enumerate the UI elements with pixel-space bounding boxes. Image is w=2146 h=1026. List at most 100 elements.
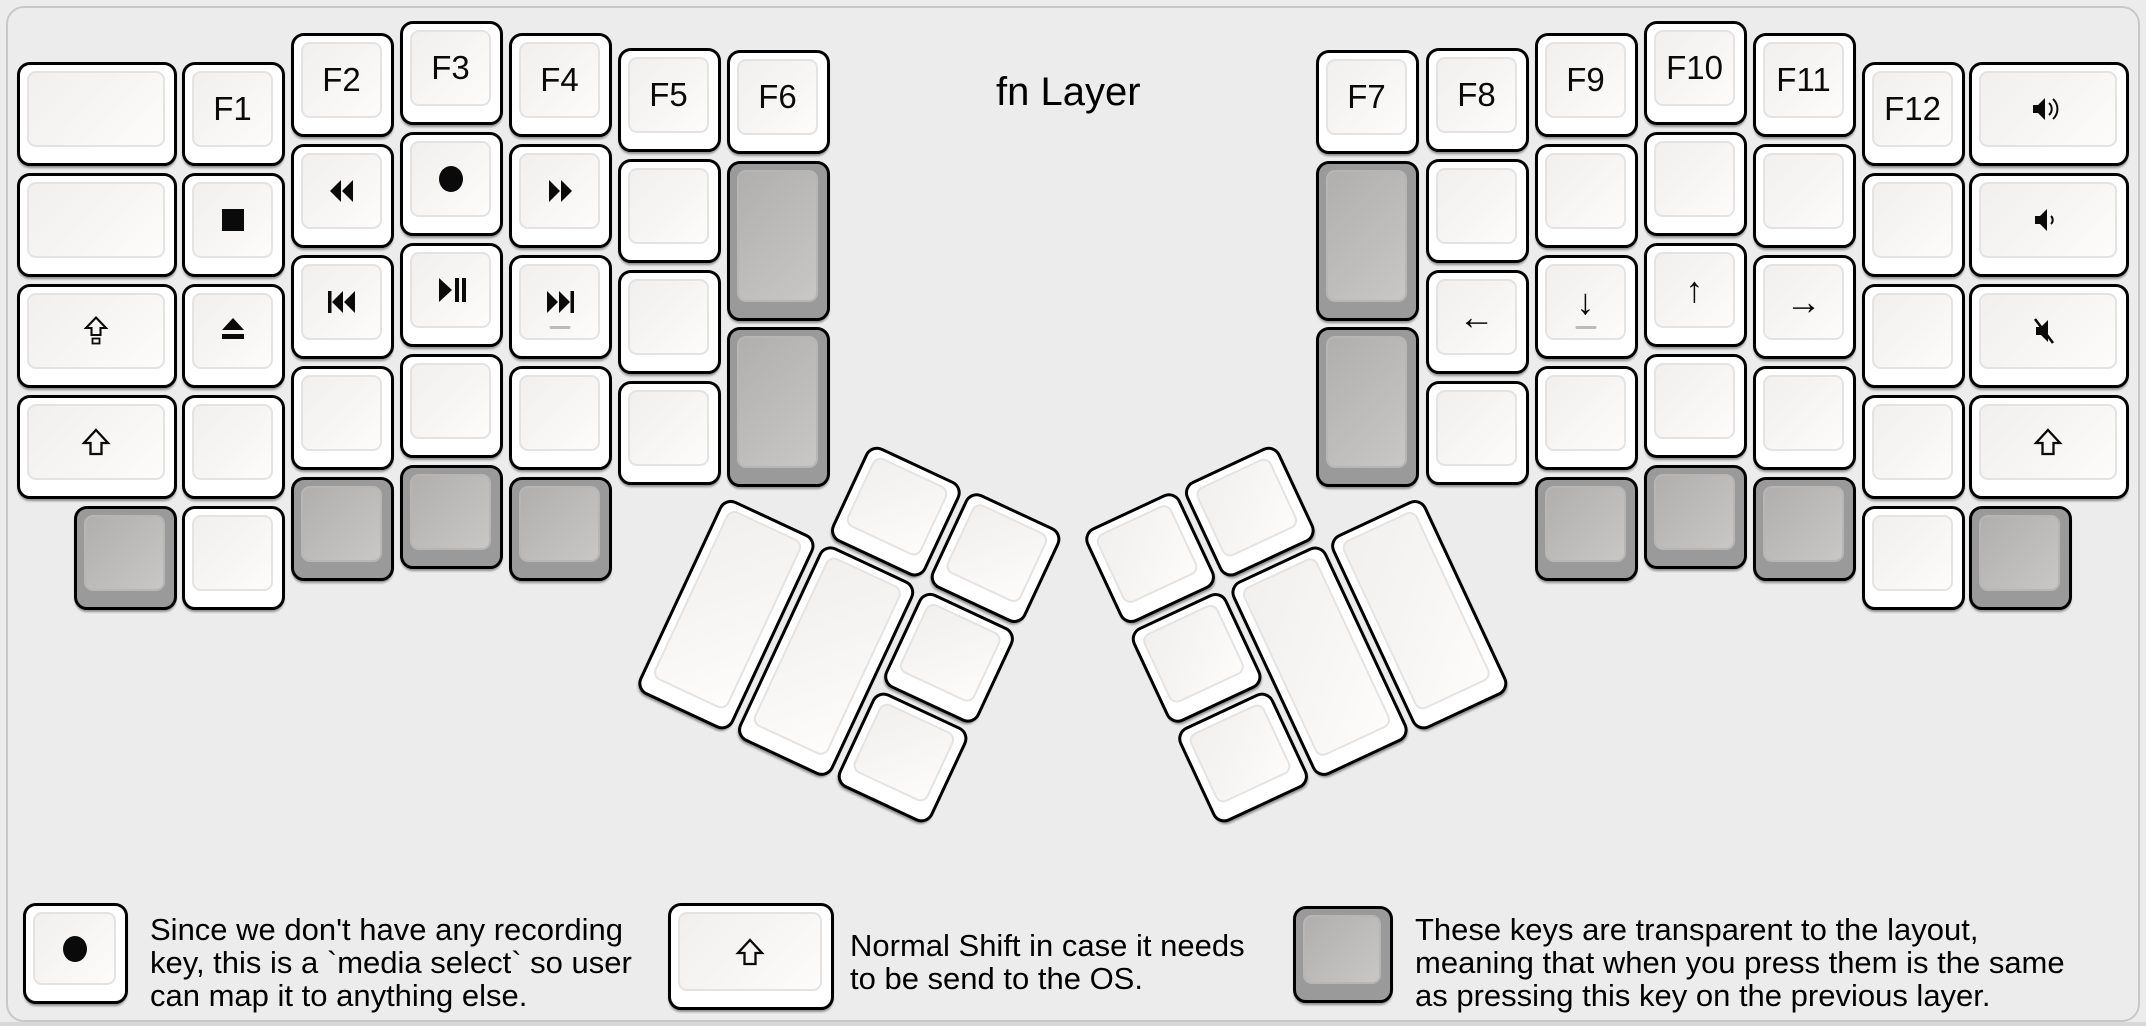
key-next-track[interactable] — [509, 255, 612, 359]
key-blank-r2r4[interactable] — [1426, 381, 1529, 485]
key-volume-down[interactable] — [1969, 173, 2129, 277]
key-f10[interactable]: F10 — [1644, 21, 1747, 125]
bottom-edge — [0, 1022, 2146, 1026]
key-blank-l6r2[interactable] — [618, 159, 721, 263]
key-f7[interactable]: F7 — [1316, 50, 1419, 154]
key-stop[interactable] — [182, 173, 285, 277]
key-play-pause[interactable] — [400, 243, 503, 347]
key-f2[interactable]: F2 — [291, 33, 394, 137]
key-transparent-r7r5[interactable] — [1969, 506, 2072, 610]
key-transparent-r1tall1[interactable] — [1316, 161, 1419, 321]
layer-title: fn Layer — [996, 70, 1141, 114]
key-arrow-down[interactable]: ↓ — [1535, 255, 1638, 359]
shift-icon — [76, 427, 116, 457]
key-blank-l6r3[interactable] — [618, 270, 721, 374]
key-f5[interactable]: F5 — [618, 48, 721, 152]
key-mute[interactable] — [1969, 284, 2129, 388]
homing-bar — [1575, 326, 1596, 329]
shift-icon — [730, 937, 770, 967]
key-transparent-l5r5[interactable] — [509, 477, 612, 581]
key-blank-r4r2[interactable] — [1644, 132, 1747, 236]
key-transparent-l7tall1[interactable] — [727, 161, 830, 321]
key-f12[interactable]: F12 — [1862, 62, 1965, 166]
key-arrow-left[interactable]: ← — [1426, 270, 1529, 374]
key-transparent-r5r5[interactable] — [1753, 477, 1856, 581]
key-blank-l6r4[interactable] — [618, 381, 721, 485]
eject-icon — [213, 316, 253, 346]
key-blank-r5r2[interactable] — [1753, 144, 1856, 248]
key-arrow-up[interactable]: ↑ — [1644, 243, 1747, 347]
rewind-icon — [322, 176, 362, 206]
key-label: F7 — [1347, 78, 1386, 115]
key-rewind[interactable] — [291, 144, 394, 248]
legend-key-shift — [668, 903, 834, 1010]
record-icon — [431, 164, 471, 194]
key-blank-r2r2[interactable] — [1426, 159, 1529, 263]
key-label: F8 — [1457, 76, 1496, 113]
key-f1[interactable]: F1 — [182, 62, 285, 166]
key-transparent-l3r5[interactable] — [291, 477, 394, 581]
key-fast-forward[interactable] — [509, 144, 612, 248]
homing-bar — [549, 326, 570, 329]
key-f4[interactable]: F4 — [509, 33, 612, 137]
key-blank-r6r4[interactable] — [1862, 395, 1965, 499]
next-track-icon — [540, 287, 580, 317]
key-transparent-r4r5[interactable] — [1644, 465, 1747, 569]
key-f6[interactable]: F6 — [727, 50, 830, 154]
shift-icon — [2028, 427, 2068, 457]
legend-text-shift: Normal Shift in case it needs to be send… — [850, 928, 1245, 996]
legend-text-transparent: These keys are transparent to the layout… — [1415, 912, 2065, 1013]
key-capslock[interactable] — [17, 284, 177, 388]
key-label: F2 — [322, 61, 361, 98]
mute-icon — [2028, 316, 2068, 346]
key-f9[interactable]: F9 — [1535, 33, 1638, 137]
key-blank-l4r4[interactable] — [400, 354, 503, 458]
key-blank-r6r3[interactable] — [1862, 284, 1965, 388]
key-f11[interactable]: F11 — [1753, 33, 1856, 137]
key-blank-r3r2[interactable] — [1535, 144, 1638, 248]
key-blank-r5r4[interactable] — [1753, 366, 1856, 470]
key-label: F11 — [1776, 61, 1831, 98]
volume-up-icon — [2028, 94, 2068, 124]
key-blank-r4r4[interactable] — [1644, 354, 1747, 458]
key-label: ← — [1458, 296, 1495, 337]
key-transparent-l1r5[interactable] — [74, 506, 177, 610]
key-blank-r3r4[interactable] — [1535, 366, 1638, 470]
key-shift-right[interactable] — [1969, 395, 2129, 499]
fast-forward-icon — [540, 176, 580, 206]
key-transparent-r1tall2[interactable] — [1316, 327, 1419, 487]
key-blank-l2r5[interactable] — [182, 506, 285, 610]
key-transparent-l4r5[interactable] — [400, 465, 503, 569]
capslock-icon — [76, 316, 116, 346]
record-icon — [55, 934, 95, 964]
key-blank-l1r2[interactable] — [17, 173, 177, 277]
key-volume-up[interactable] — [1969, 62, 2129, 166]
key-transparent-l7tall2[interactable] — [727, 327, 830, 487]
key-f3[interactable]: F3 — [400, 21, 503, 125]
key-blank-l3r4[interactable] — [291, 366, 394, 470]
key-label: F12 — [1884, 90, 1941, 127]
key-blank-r6r5[interactable] — [1862, 506, 1965, 610]
play-pause-icon — [431, 275, 471, 305]
key-blank-l5r4[interactable] — [509, 366, 612, 470]
legend-key-transparent — [1293, 906, 1393, 1003]
key-record[interactable] — [400, 132, 503, 236]
key-label: F3 — [431, 49, 470, 86]
key-label: F6 — [758, 78, 797, 115]
key-label: F9 — [1566, 61, 1605, 98]
key-arrow-right[interactable]: → — [1753, 255, 1856, 359]
key-label: F1 — [213, 90, 252, 127]
key-shift-left[interactable] — [17, 395, 177, 499]
legend-text-record: Since we don't have any recording key, t… — [150, 912, 632, 1013]
key-f8[interactable]: F8 — [1426, 48, 1529, 152]
key-blank-l2r4[interactable] — [182, 395, 285, 499]
key-eject[interactable] — [182, 284, 285, 388]
stop-icon — [213, 205, 253, 235]
key-blank-l1r1[interactable] — [17, 62, 177, 166]
key-label: F10 — [1666, 49, 1723, 86]
prev-track-icon — [322, 287, 362, 317]
key-blank-r6r2[interactable] — [1862, 173, 1965, 277]
key-prev-track[interactable] — [291, 255, 394, 359]
key-transparent-r3r5[interactable] — [1535, 477, 1638, 581]
